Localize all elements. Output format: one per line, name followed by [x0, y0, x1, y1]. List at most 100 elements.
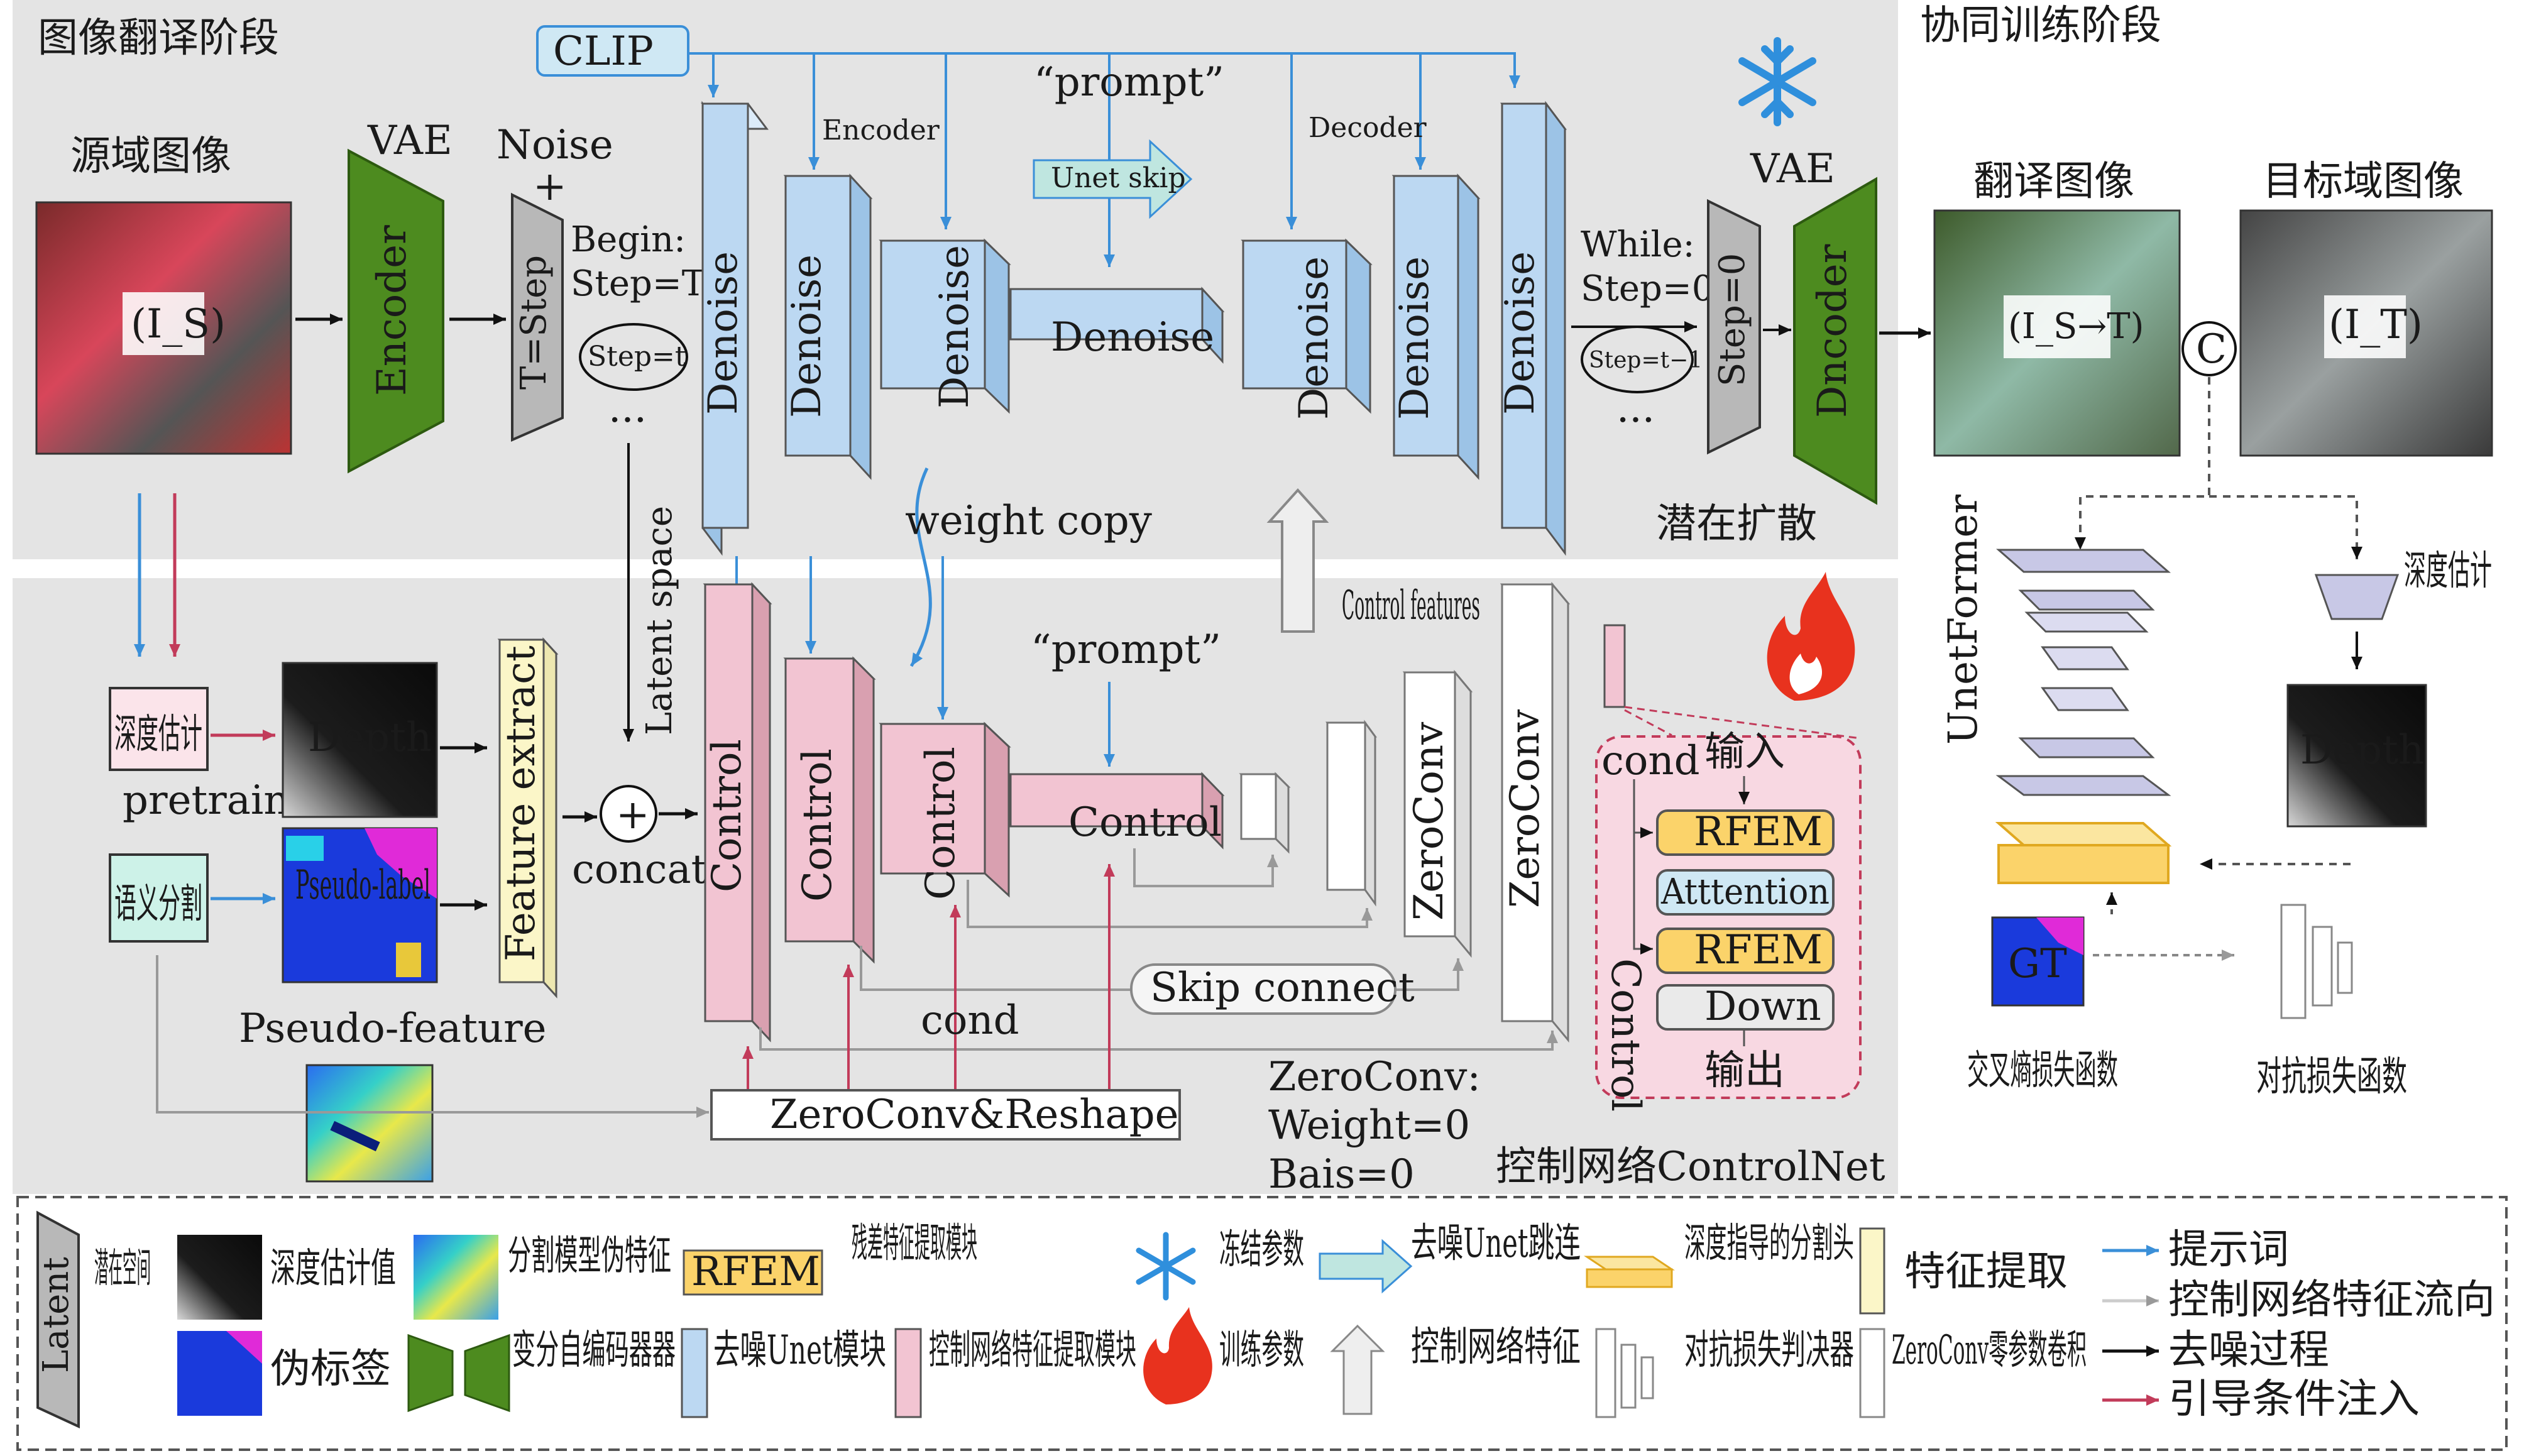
zeroconv-mid-label: ZeroConv [1406, 722, 1452, 921]
denoise-2-label: Denoise [784, 255, 830, 418]
vae-encoder-block [348, 148, 444, 474]
latent-space-label: Latent space [639, 506, 680, 735]
legend-latent-label: Latent [36, 1257, 77, 1373]
legend-control-feature-icon [1330, 1324, 1385, 1415]
target-title: 目标域图像 [2263, 158, 2464, 205]
legend-pseudo-label: 伪标签 [270, 1346, 391, 1393]
denoise-4-label: Denoise [1291, 256, 1337, 420]
control-3-label: Control [918, 747, 964, 900]
seg-box [109, 853, 209, 943]
skip-connect-label: Skip connect [1150, 965, 1415, 1011]
stage-collab-title: 协同训练阶段 [1920, 3, 2161, 49]
discriminator-icon [2280, 904, 2353, 1019]
legend-train: 训练参数 [1219, 1327, 1304, 1374]
legend-feature-extract: 特征提取 [1904, 1249, 2068, 1295]
feature-extract-block [497, 637, 559, 999]
vae-decoder-label: Dncoder [1809, 244, 1856, 418]
legend-snowflake-icon [1136, 1232, 1196, 1301]
zeroconv-reshape-label: ZeroConv&Reshape [770, 1092, 1178, 1138]
legend-denoise-icon [681, 1328, 708, 1418]
unet-encoder-label: Encoder [822, 114, 940, 146]
prompt-bottom: “prompt” [1031, 627, 1221, 673]
denoise-block-4 [1241, 238, 1373, 414]
legend-control-feature: 控制网络特征 [1411, 1324, 1581, 1371]
cn-attention-label: Atttention [1660, 872, 1830, 912]
legend-latent-space: 潜在空间 [94, 1245, 151, 1292]
denoise-6-label: Denoise [1497, 251, 1544, 415]
unet-decoder-label: Decoder [1309, 112, 1427, 144]
collab-depth-label: Depth [2300, 727, 2424, 774]
depth-est-box [109, 687, 209, 771]
denoise-block-5 [1391, 173, 1481, 480]
cn-rfem-1-label: RFEM [1694, 809, 1823, 855]
legend-prompt-word: 提示词 [2168, 1227, 2289, 1273]
cn-output-label: 输出 [1704, 1048, 1785, 1094]
depth-map-image [282, 662, 438, 818]
zc-note-3: Bais=0 [1268, 1151, 1415, 1198]
denoise-block-2 [783, 173, 873, 480]
control-1-label: Control [704, 739, 750, 892]
cn-down [1656, 984, 1835, 1031]
target-symbol: (I_T) [2329, 302, 2423, 348]
denoise-bottleneck-label: Denoise [1051, 314, 1214, 361]
skip-connect-box [1130, 963, 1396, 1015]
legend-denoise-block: 去噪Unet模块 [713, 1327, 886, 1374]
collab-depth-image [2286, 684, 2427, 828]
while-line2: Step=0 [1581, 268, 1714, 309]
cn-control-label: Control [1602, 958, 1649, 1112]
noise-label: Noise [497, 122, 613, 168]
control-2-label: Control [794, 748, 841, 902]
vae-left-title: VAE [367, 118, 453, 164]
collab-depth-est-label: 深度估计 [2404, 548, 2492, 594]
control-block-bottleneck [1008, 772, 1225, 850]
feature-extract-label: Feature extract [498, 645, 544, 961]
step-dots-right: ··· [1616, 397, 1655, 444]
legend-freeze: 冻结参数 [1219, 1227, 1304, 1273]
legend-rfem-tag: RFEM [691, 1249, 820, 1295]
legend-feature-extract-icon [1859, 1227, 1885, 1315]
legend-flame-icon [1143, 1307, 1212, 1404]
legend-rfem-tag-box [683, 1249, 823, 1296]
zeroconv-reshape-box [710, 1089, 1181, 1141]
vae-decoder-block [1793, 177, 1877, 505]
step-t-block [511, 192, 564, 442]
unetformer-stack [1995, 549, 2172, 884]
control-block-1 [703, 582, 772, 1043]
concat-symbol: C [2196, 326, 2227, 373]
cn-input-label: 输入 [1704, 729, 1785, 775]
zeroconv-small-1 [1239, 772, 1291, 854]
step-0-block [1707, 199, 1761, 455]
unet-skip-arrow [1033, 139, 1193, 219]
legend-unet-skip-icon [1319, 1239, 1413, 1294]
flame-icon [1767, 572, 1855, 701]
pseudo-label-text: Pseudo-label [295, 862, 431, 909]
stage-translation-title: 图像翻译阶段 [38, 15, 279, 62]
step-T-label: T=Step [513, 255, 554, 390]
zeroconv-block-large [1500, 581, 1571, 1043]
adv-loss-line: 对抗损失函数 [2256, 1054, 2407, 1100]
control-block-3 [879, 721, 1011, 898]
zc-note-1: ZeroConv: [1268, 1054, 1481, 1100]
unet-skip-label: Unet skip [1051, 162, 1186, 194]
denoise-block-bottleneck [1008, 287, 1225, 364]
snowflake-icon [1738, 37, 1816, 126]
target-image [2239, 209, 2493, 457]
begin-line1: Begin: [571, 219, 686, 260]
depth-est-label: 深度估计 [114, 711, 202, 758]
zeroconv-large-label: ZeroConv [1502, 709, 1549, 908]
depth-est-funnel [2314, 574, 2400, 620]
vae-encoder-label: Encoder [369, 225, 415, 396]
control-features-line1: Control features [1342, 583, 1480, 629]
while-line1: While: [1581, 224, 1694, 265]
ce-loss-line: 交叉熵损失函数 [1967, 1048, 2118, 1094]
controlnet-label: 控制网络ControlNet [1496, 1144, 1885, 1190]
translated-symbol: (I_S→T) [2008, 306, 2144, 347]
legend-disc-icon [1595, 1328, 1654, 1418]
legend-zeroconv: ZeroConv零参数卷积 [1892, 1327, 2087, 1374]
noise-plus: + [533, 163, 567, 210]
step-t-label: Step=t [588, 341, 686, 373]
step-t-loop [579, 323, 688, 391]
zc-note-2: Weight=0 [1268, 1102, 1470, 1149]
step-t1-label: Step=t−1 [1589, 348, 1703, 373]
denoise-block-1 [701, 101, 769, 556]
